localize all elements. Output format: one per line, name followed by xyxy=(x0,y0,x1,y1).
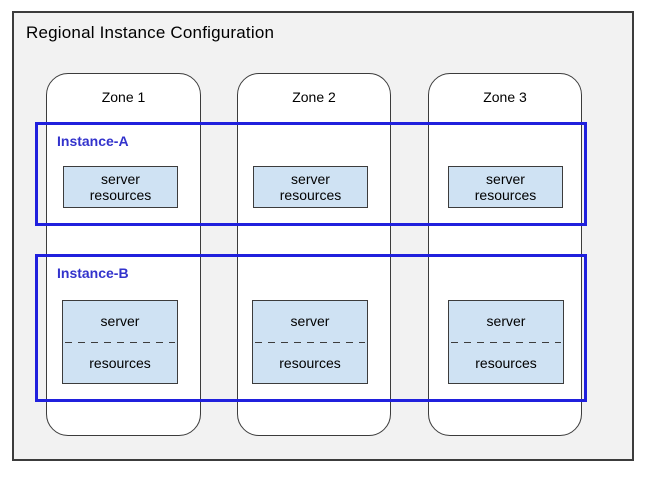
server-box-lower-half: resources xyxy=(89,354,151,371)
server-box-lower-half: resources xyxy=(279,354,341,371)
zone-3-label: Zone 3 xyxy=(483,89,527,105)
server-resources-box-instance-b-zone-1: server resources xyxy=(62,300,178,384)
dashed-divider-line xyxy=(65,341,175,343)
instance-a-boundary: Instance-A xyxy=(35,122,587,226)
server-box-line2: resources xyxy=(279,187,342,203)
zone-2-label: Zone 2 xyxy=(292,89,336,105)
instance-b-label: Instance-B xyxy=(57,265,129,281)
instance-a-label: Instance-A xyxy=(57,133,129,149)
dashed-divider-line xyxy=(451,341,561,343)
server-resources-box-instance-a-zone-3: server resources xyxy=(448,166,563,208)
page-title: Regional Instance Configuration xyxy=(26,23,275,42)
server-box-line2: resources xyxy=(89,187,152,203)
server-box-line1: server xyxy=(486,170,525,187)
server-resources-box-instance-a-zone-1: server resources xyxy=(63,166,178,208)
server-box-upper-half: server xyxy=(100,313,140,330)
server-box-upper-half: server xyxy=(290,313,330,330)
zone-1-label: Zone 1 xyxy=(101,89,146,105)
server-box-line2: resources xyxy=(474,187,537,203)
server-resources-box-instance-b-zone-2: server resources xyxy=(252,300,368,384)
dashed-divider-line xyxy=(255,341,365,343)
server-box-line1: server xyxy=(291,170,330,187)
server-box-lower-half: resources xyxy=(475,354,537,371)
server-resources-box-instance-b-zone-3: server resources xyxy=(448,300,564,384)
server-box-line1: server xyxy=(101,170,140,187)
server-resources-box-instance-a-zone-2: server resources xyxy=(253,166,368,208)
instance-b-boundary: Instance-B xyxy=(35,254,587,402)
server-box-upper-half: server xyxy=(486,313,526,330)
